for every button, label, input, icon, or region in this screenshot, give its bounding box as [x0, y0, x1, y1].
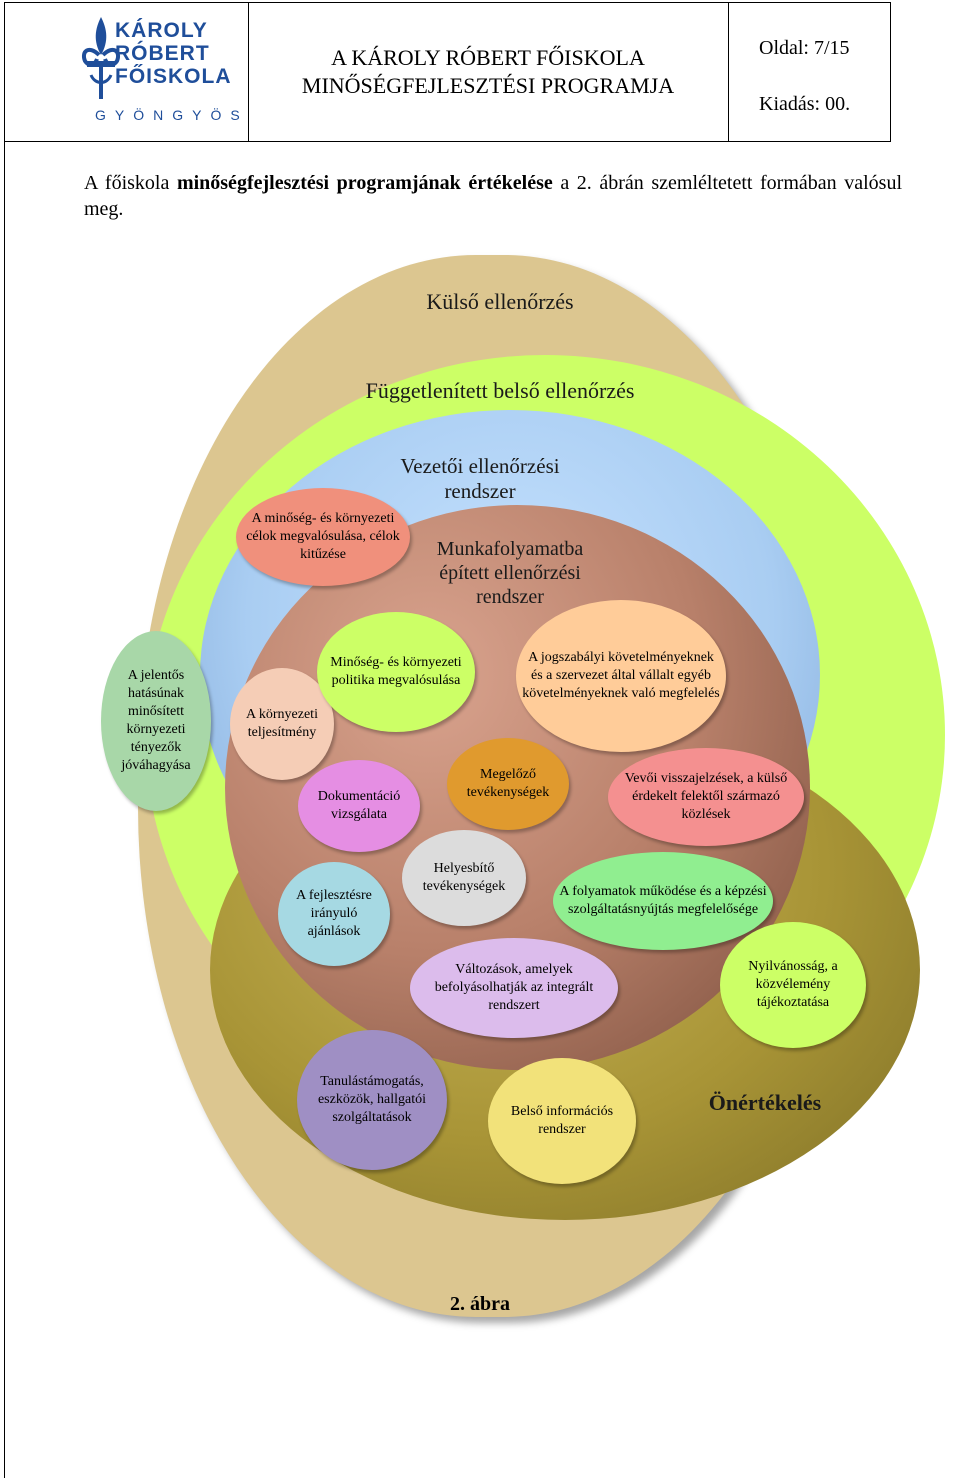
changes-bubble: Változások, amelyek befolyásolhatják az …: [410, 938, 618, 1038]
improvement-bubble: A fejlesztésre irányuló ajánlások: [278, 862, 390, 966]
learning-support-bubble: Tanulástámogatás, eszközök, hallgatói sz…: [297, 1030, 447, 1170]
logo-city: GYÖNGYÖS: [95, 107, 249, 123]
internal-information-bubble: Belső információs rendszer: [488, 1058, 636, 1184]
page-frame: [4, 2, 955, 1478]
inner-title: Vezetői ellenőrzési rendszer: [400, 454, 560, 503]
intro-paragraph: A főiskola minőségfejlesztési programján…: [84, 172, 902, 220]
self-evaluation-title: Önértékelés: [708, 1090, 822, 1115]
environmental-performance-bubble: A környezeti teljesítmény: [230, 668, 334, 780]
document-meta: Oldal: 7/15 Kiadás: 00.: [729, 3, 890, 141]
core-title: Munkafolyamatba épített ellenőrzési rend…: [436, 538, 584, 608]
document-title: A KÁROLY RÓBERT FŐISKOLA MINŐSÉGFEJLESZT…: [248, 3, 729, 141]
feedback-bubble: Vevői visszajelzések, a külső érdekelt f…: [608, 748, 804, 846]
logo-cell: KÁROLY RÓBERT FŐISKOLA GYÖNGYÖS: [5, 3, 249, 141]
middle-title: Függetlenített belső ellenőrzés: [365, 378, 635, 403]
documentation-bubble: Dokumentáció vizsgálata: [298, 760, 420, 852]
public-information-bubble: Nyilvánosság, a közvélemény tájékoztatás…: [720, 922, 866, 1048]
legal-compliance-bubble: A jogszabályi követelményeknek és a szer…: [516, 600, 726, 752]
edition: Kiadás: 00.: [759, 93, 851, 115]
document-header: KÁROLY RÓBERT FŐISKOLA GYÖNGYÖS A KÁROLY…: [4, 2, 891, 142]
fleur-de-lis-logo-icon: [82, 17, 120, 99]
policy-bubble: Minőség- és környezeti politika megvalós…: [317, 612, 475, 732]
title-line-1: A KÁROLY RÓBERT FŐISKOLA: [331, 45, 645, 70]
approval-bubble: A jelentős hatásúnak minősített környeze…: [101, 631, 211, 811]
logo-wordmark: KÁROLY RÓBERT FŐISKOLA: [115, 19, 232, 88]
title-line-2: MINŐSÉGFEJLESZTÉSI PROGRAMJA: [301, 73, 675, 98]
figure-caption: 2. ábra: [450, 1293, 510, 1315]
outer-title: Külső ellenőrzés: [426, 289, 574, 314]
processes-bubble: A folyamatok működése és a képzési szolg…: [553, 852, 773, 950]
preventive-bubble: Megelőző tevékenységek: [447, 738, 569, 830]
page-number: Oldal: 7/15: [759, 37, 850, 59]
corrective-bubble: Helyesbítő tevékenységek: [402, 830, 526, 926]
goals-bubble: A minőség- és környezeti célok megvalósu…: [236, 488, 410, 586]
